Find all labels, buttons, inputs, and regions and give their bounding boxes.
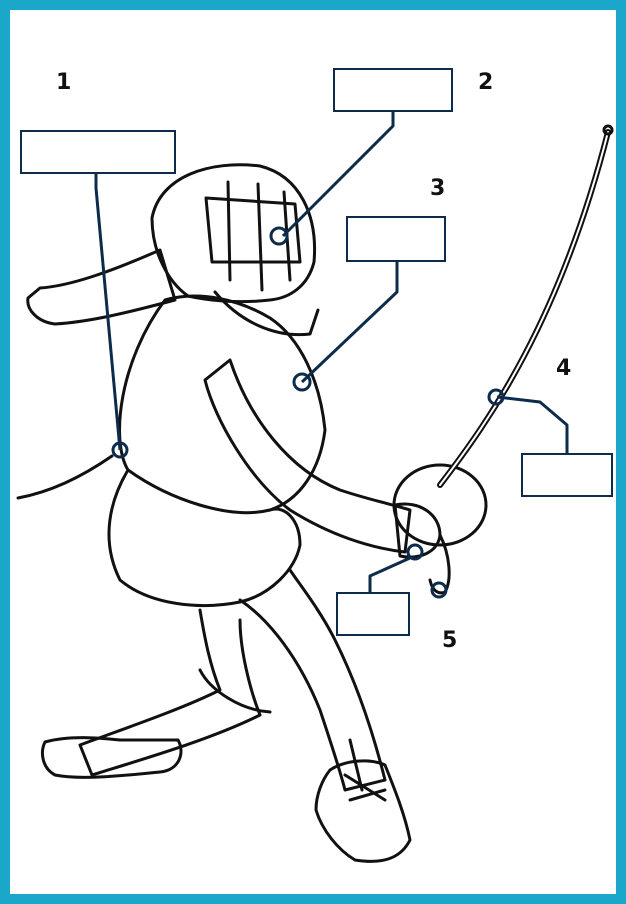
label-number-1: 1 — [56, 70, 71, 95]
back-leg — [80, 610, 260, 775]
back-shoe — [42, 738, 181, 778]
glove — [395, 504, 440, 557]
front-shoe — [316, 761, 410, 862]
mask-bib — [215, 292, 318, 335]
breeches — [109, 470, 300, 606]
leader-line-5 — [370, 558, 410, 593]
answer-box-2[interactable] — [333, 68, 453, 112]
leader-line-3 — [302, 262, 397, 382]
blade — [440, 132, 608, 485]
body-cord — [18, 456, 112, 498]
label-number-3: 3 — [430, 176, 445, 201]
answer-box-5[interactable] — [336, 592, 410, 636]
leader-line-4 — [497, 397, 567, 453]
leader-line-1 — [96, 172, 120, 450]
label-number-2: 2 — [478, 70, 493, 95]
jacket — [120, 296, 325, 513]
answer-box-4[interactable] — [521, 453, 613, 497]
answer-box-1[interactable] — [20, 130, 176, 174]
answer-box-3[interactable] — [346, 216, 446, 262]
label-number-4: 4 — [556, 356, 571, 381]
label-number-5: 5 — [442, 628, 457, 653]
